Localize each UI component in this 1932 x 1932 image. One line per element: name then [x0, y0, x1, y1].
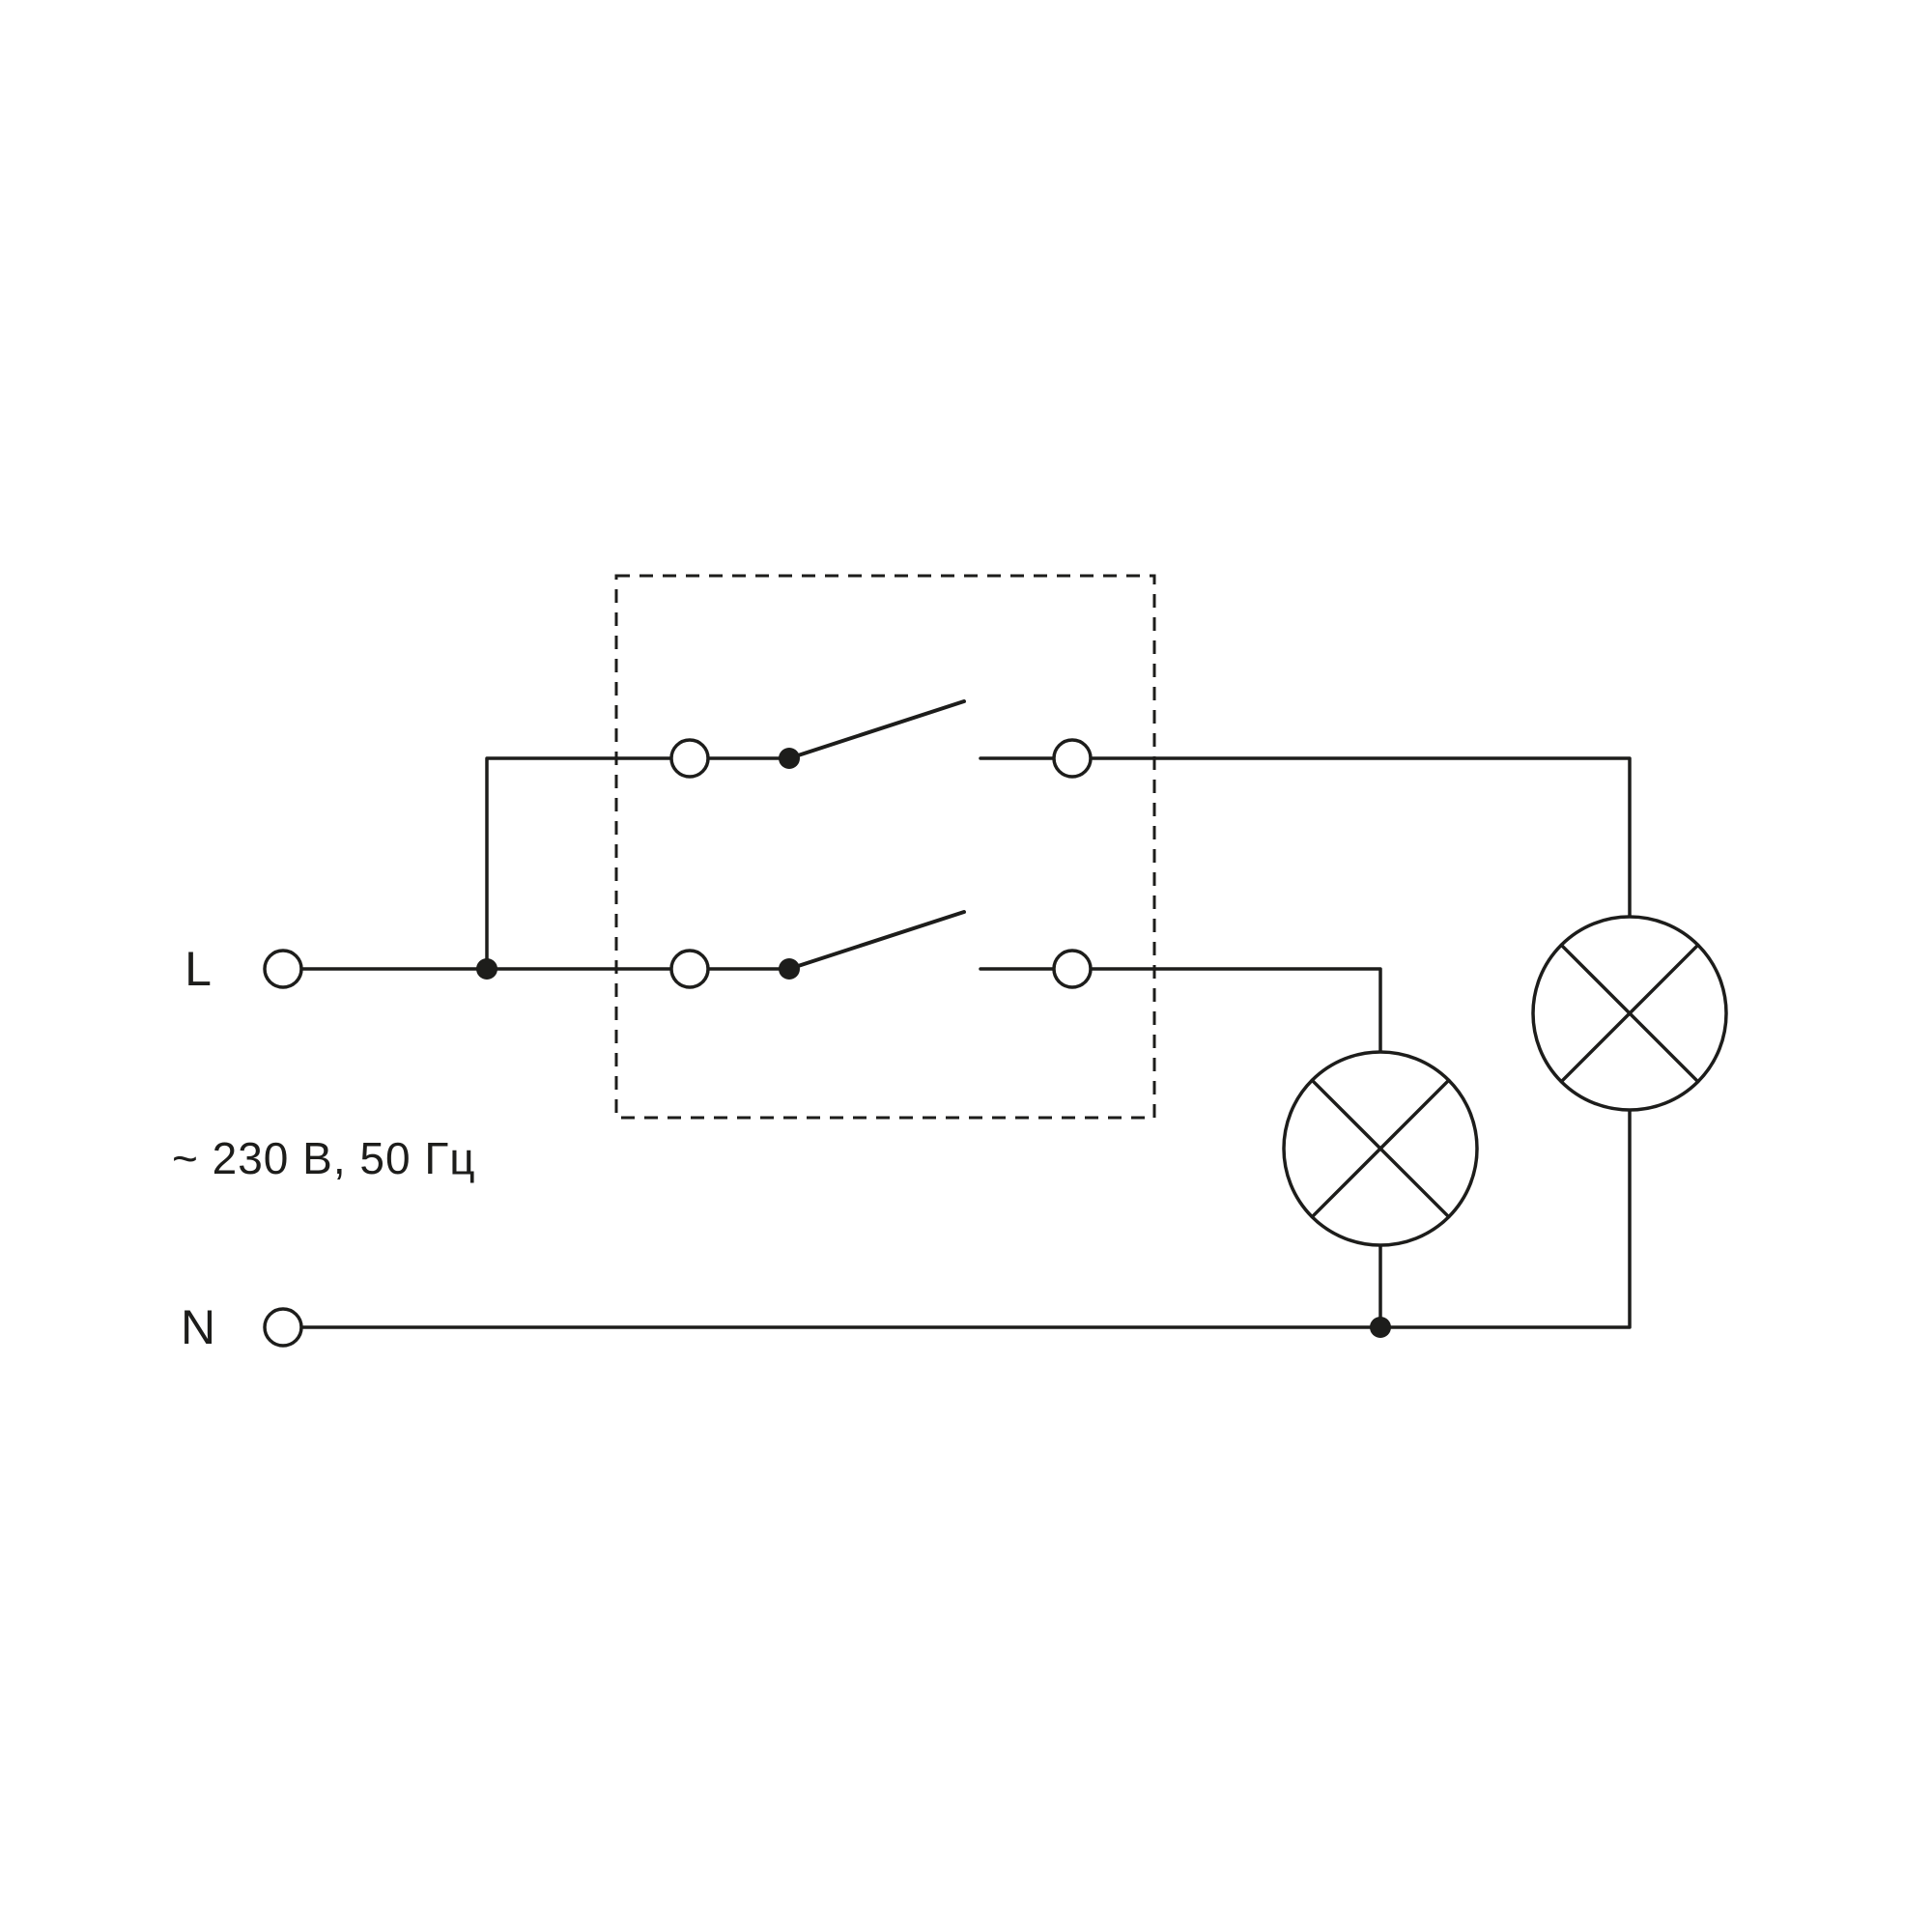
- power-rating-label: ~ 230 В, 50 Гц: [172, 1133, 476, 1183]
- terminal-circle-bottom-output: [1052, 949, 1093, 989]
- lamp-cross-left-2: [1310, 1078, 1451, 1219]
- switch-icon-bottom: [669, 910, 1093, 989]
- junction-dot-bottom-pivot: [779, 958, 800, 980]
- lamp-cross-right-2: [1559, 943, 1700, 1084]
- lamp-icon-left: [1282, 1050, 1479, 1247]
- switch-lever-bottom: [787, 910, 966, 971]
- terminal-circle-N: [263, 1307, 303, 1348]
- wire-to-left-lamp: [1089, 967, 1382, 1054]
- switch-lever-top: [787, 699, 966, 760]
- switch-icon-top: [669, 699, 1093, 779]
- wires: [299, 756, 1632, 1329]
- terminal-circle-bottom-input: [669, 949, 710, 989]
- wire-riser-to-top-switch: [485, 756, 673, 971]
- wire-to-right-lamp: [1089, 756, 1632, 919]
- neutral-terminal-label: N: [181, 1300, 215, 1354]
- switch-enclosure-box: [614, 574, 1156, 1120]
- junction-dot-line-split: [476, 958, 497, 980]
- line-terminal-label: L: [185, 942, 212, 996]
- junction-dot-top-pivot: [779, 748, 800, 769]
- terminal-circle-L: [263, 949, 303, 989]
- terminal-circle-top-input: [669, 738, 710, 779]
- wire-neutral-line: [299, 1108, 1632, 1329]
- terminal-circle-top-output: [1052, 738, 1093, 779]
- junction-dot-neutral: [1370, 1317, 1391, 1338]
- lamp-icon-right: [1531, 915, 1728, 1112]
